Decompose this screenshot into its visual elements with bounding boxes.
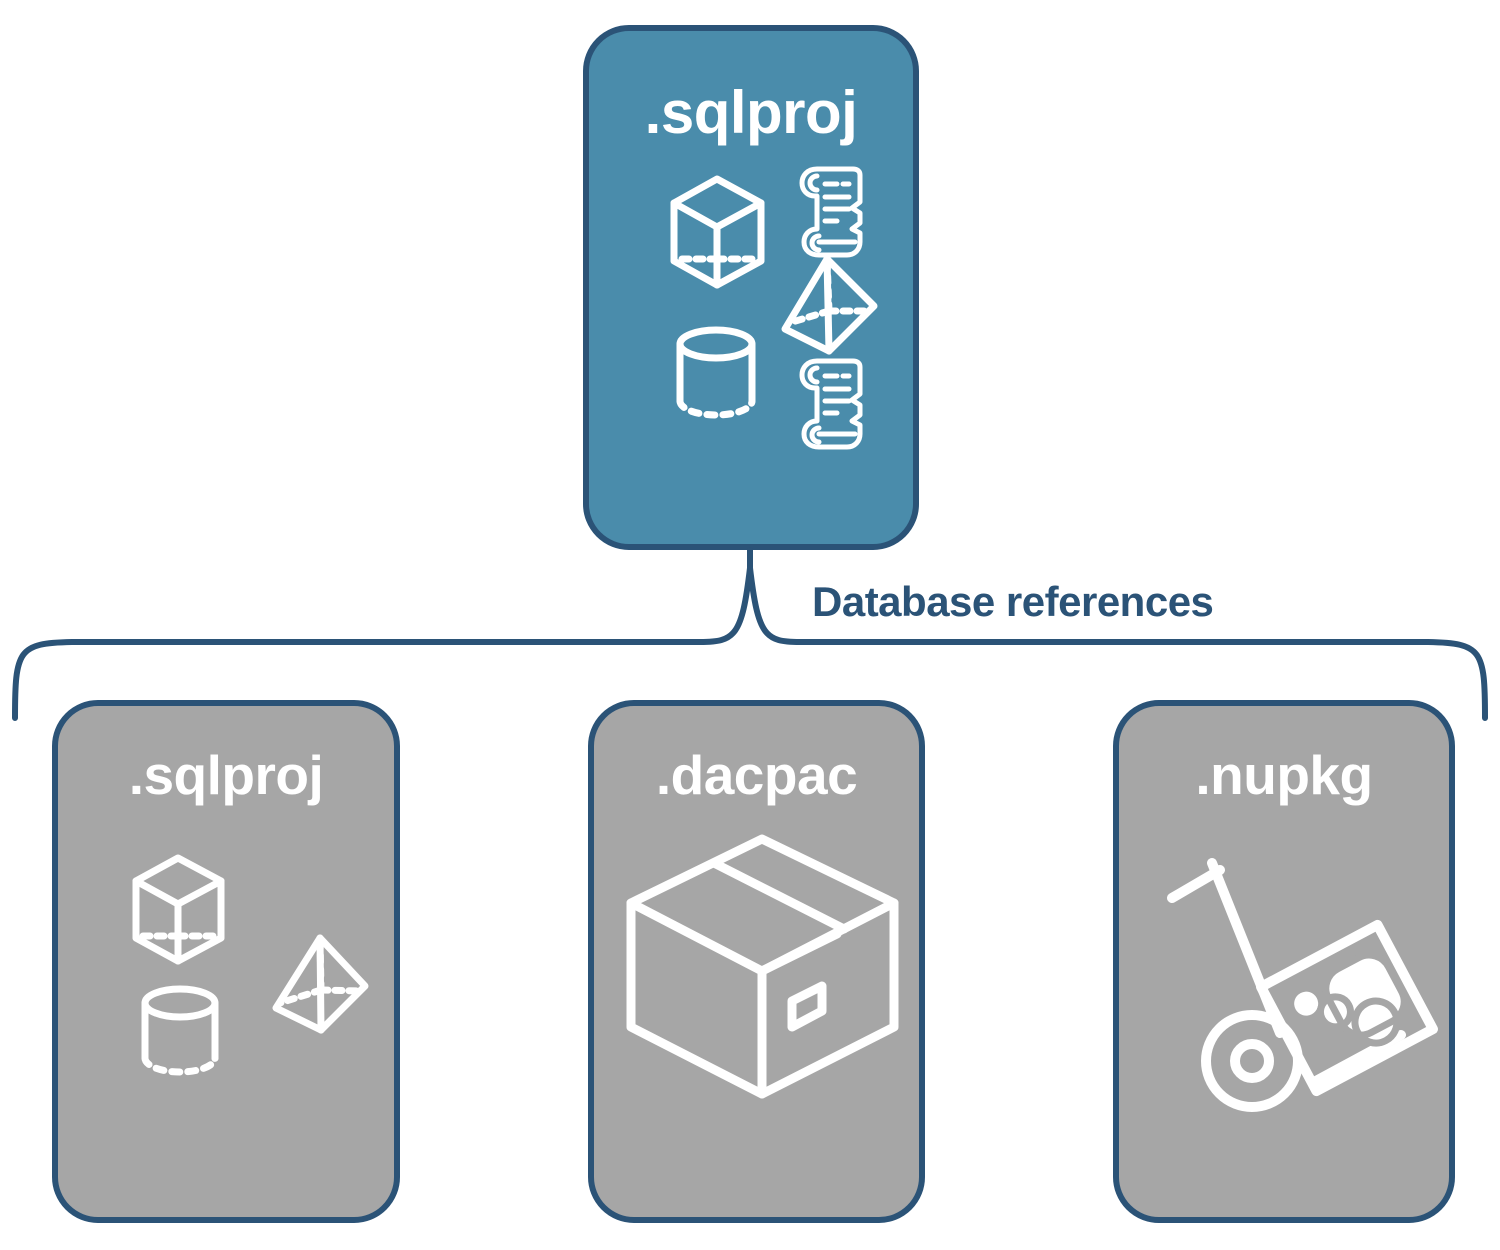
node-ref-nupkg-label: .nupkg	[1195, 744, 1373, 806]
cube-icon	[670, 175, 765, 289]
node-ref-sqlproj[interactable]: .sqlproj	[52, 700, 400, 1223]
pyramid-icon	[781, 255, 878, 355]
scroll-icon	[799, 166, 863, 258]
node-root-sqlproj-label: .sqlproj	[644, 79, 858, 146]
node-ref-dacpac-label: .dacpac	[655, 744, 858, 806]
nuget-package-icon	[1256, 919, 1438, 1097]
connector-label: Database references	[812, 578, 1214, 625]
ref-sqlproj-icon-group	[132, 854, 369, 1076]
scroll-icon	[799, 358, 863, 450]
cylinder-icon	[676, 326, 756, 419]
node-root-sqlproj[interactable]: .sqlproj	[583, 25, 919, 550]
node-ref-dacpac[interactable]: .dacpac	[588, 700, 925, 1223]
cube-icon	[132, 854, 225, 965]
ref-nupkg-icon-group	[1167, 858, 1438, 1112]
node-ref-nupkg[interactable]: .nupkg	[1113, 700, 1455, 1223]
cylinder-icon	[141, 985, 219, 1076]
node-ref-sqlproj-label: .sqlproj	[128, 744, 324, 806]
connector-brace	[12, 565, 1488, 721]
root-sqlproj-icon-group	[670, 166, 878, 450]
shipping-box-icon	[626, 834, 899, 1099]
pyramid-icon	[272, 934, 369, 1034]
ref-dacpac-icon-group	[626, 834, 899, 1099]
